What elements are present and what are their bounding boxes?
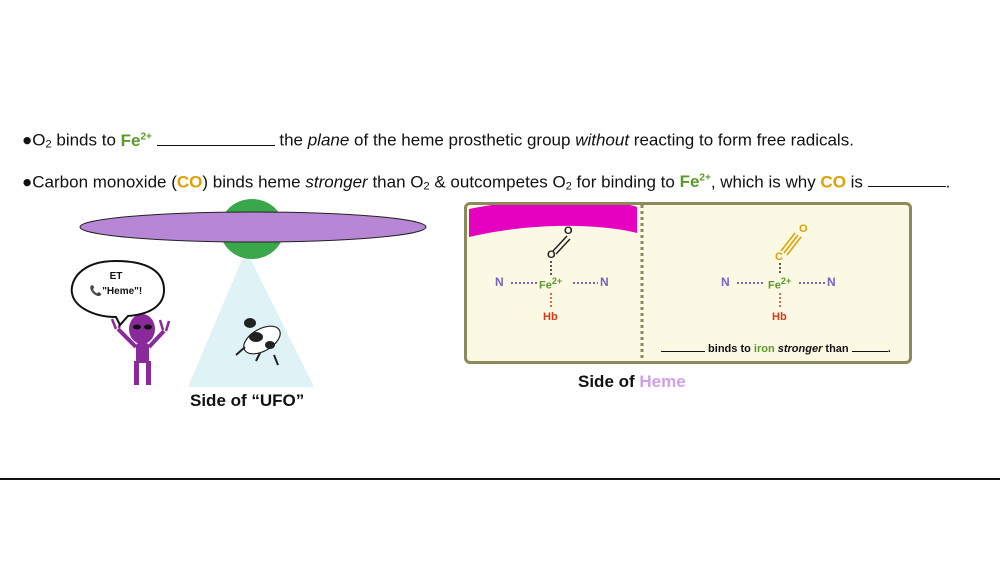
fe-text: Fe: [768, 279, 781, 292]
n-atom-left: N: [495, 275, 504, 289]
text-segment: the: [274, 130, 308, 150]
alien-icon: [110, 314, 171, 385]
text-segment: than O: [367, 172, 424, 192]
text-segment: .: [945, 172, 951, 192]
bullet-line-1: ●O2 binds to Fe2+ the plane of the heme …: [22, 126, 982, 156]
fe-charge: 2+: [551, 276, 563, 286]
bullet-line-2: ●Carbon monoxide (CO) binds heme stronge…: [22, 168, 982, 198]
cow-icon: [235, 318, 281, 366]
fill-blank-2: [867, 172, 946, 188]
fe-charge: 2+: [780, 276, 792, 286]
fe-label: Fe2+: [680, 172, 711, 191]
co-c-atom: C: [775, 251, 783, 263]
n-atom-left: N: [721, 275, 730, 289]
hb-label-right: Hb: [772, 311, 787, 323]
heme-svg: [469, 205, 825, 361]
italic-plane: plane: [307, 130, 350, 150]
italic-without: without: [575, 130, 630, 150]
speech-bubble-text: ET 📞"Heme"!: [68, 261, 164, 319]
caption-prefix: Side of: [578, 372, 640, 391]
text-segment: than: [822, 343, 852, 355]
text-segment: reacting to form free radicals.: [629, 130, 854, 150]
text-segment: .: [887, 343, 891, 355]
text-segment: , which is why: [710, 172, 821, 192]
fe-text: Fe: [539, 279, 552, 292]
fe-label: Fe2+: [121, 131, 152, 150]
text-segment: & outcompetes O: [429, 172, 566, 192]
text-segment: binds to: [51, 130, 121, 150]
text-segment: ) binds heme: [202, 172, 306, 192]
caption-heme-word: Heme: [639, 372, 686, 391]
speech-bubble-icon: [70, 259, 166, 327]
fill-blank-3: [661, 341, 705, 352]
fill-sentence: binds to iron stronger than .: [661, 341, 891, 355]
italic-stronger: stronger: [777, 343, 823, 355]
n-atom-right: N: [600, 275, 609, 289]
italic-stronger: stronger: [305, 172, 368, 192]
heme-panel: O O N Fe2+ N Hb O C N Fe2+ N Hb binds to…: [464, 202, 912, 364]
o-atom-top: O: [564, 225, 573, 237]
text-segment: Carbon monoxide (: [32, 172, 177, 192]
speech-line-2: 📞"Heme"!: [68, 286, 164, 297]
co-bond: [783, 234, 799, 254]
ufo-disc-icon: [79, 211, 427, 243]
subscript: 2: [565, 180, 572, 193]
hb-label-left: Hb: [543, 311, 558, 323]
o-atom-low: O: [547, 249, 556, 261]
o2-bond: [552, 235, 568, 252]
bullet-glyph: ●: [22, 172, 33, 192]
bullet-glyph: ●: [22, 130, 33, 150]
o2-text: O: [32, 130, 46, 150]
ufo-caption: Side of “UFO”: [190, 391, 305, 410]
fe-text: Fe: [679, 172, 700, 192]
bullet-list: ●O2 binds to Fe2+ the plane of the heme …: [22, 126, 982, 209]
iron-word: iron: [753, 343, 775, 355]
fe-charge: 2+: [699, 172, 711, 184]
fill-blank-4: [851, 341, 888, 352]
text-segment: is: [845, 172, 868, 192]
magenta-heme-plane: [469, 205, 637, 237]
n-atom-right: N: [827, 275, 836, 289]
speech-heme-text: "Heme"!: [102, 286, 143, 297]
co-o-atom: O: [799, 223, 808, 235]
speech-line-1: ET: [109, 271, 123, 282]
heme-caption: Side of Heme: [578, 372, 686, 392]
text-segment: for binding to: [571, 172, 680, 192]
co-label: CO: [820, 172, 846, 192]
fe-atom-right: Fe2+: [768, 276, 791, 292]
co-bond: [786, 236, 802, 256]
subscript: 2: [45, 138, 52, 151]
slide-divider-line: [0, 478, 1000, 480]
subscript: 2: [423, 180, 430, 193]
text-segment: binds to: [705, 343, 754, 355]
ufo-illustration: ET 📞"Heme"! Side of “UFO”: [60, 195, 440, 425]
fe-text: Fe: [120, 130, 141, 150]
o2-bond: [555, 238, 571, 255]
fe-charge: 2+: [140, 131, 152, 142]
fe-atom-left: Fe2+: [539, 276, 562, 292]
co-label: CO: [176, 172, 203, 192]
text-segment: of the heme prosthetic group: [349, 130, 576, 150]
co-bond: [780, 232, 796, 252]
phone-icon: 📞: [89, 286, 103, 297]
ufo-svg: [70, 199, 427, 387]
fill-blank-1: [156, 131, 275, 146]
